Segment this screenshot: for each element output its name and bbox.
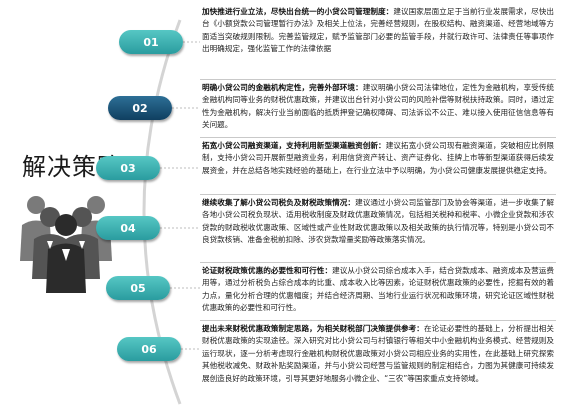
business-people-icon: [20, 196, 112, 293]
strategy-heading: 继续收集了解小贷公司税负及财税政策情况：: [202, 198, 356, 207]
step-05-badge: 05: [106, 276, 170, 300]
divider: [200, 79, 556, 80]
divider: [200, 137, 556, 138]
step-02-badge: 02: [108, 96, 172, 120]
step-06-badge: 06: [117, 337, 181, 361]
strategy-heading: 加快推进行业立法，尽快出台统一的小贷公司管理制度：: [202, 7, 394, 16]
strategy-body: 建议国家层面立足于当前行业发展需求，尽快出台《小额贷款公司管理暂行办法》及相关上…: [202, 7, 555, 54]
strategy-block-05: 论证财税政策优惠的必要性和可行性：建议从小贷公司综合成本入手，结合贷款成本、融资…: [202, 265, 554, 315]
strategy-body: 建议通过小贷公司监管部门及协会等渠道，进一步收集了解各地小贷公司税负现状、适用税…: [202, 198, 555, 245]
strategy-block-01: 加快推进行业立法，尽快出台统一的小贷公司管理制度：建议国家层面立足于当前行业发展…: [202, 6, 554, 56]
strategy-heading: 提出未来财税优惠政策制定思路，为相关财税部门决策提供参考：: [202, 324, 424, 333]
strategy-body: 建议拓宽小贷公司现有融资渠道，突破相应比例限制，支持小贷公司开展新型融资业务，利…: [202, 141, 555, 175]
strategy-block-04: 继续收集了解小贷公司税负及财税政策情况：建议通过小贷公司监管部门及协会等渠道，进…: [202, 197, 554, 247]
strategy-body: 在论证必要性的基础上，分析提出相关财税优惠政策的实现途径。深入研究对比小贷公司与…: [202, 324, 555, 383]
strategy-heading: 明确小贷公司的金融机构定性，完善外部环境：: [202, 83, 363, 92]
strategy-heading: 拓宽小贷公司融资渠道，支持利用新型渠道融资创新：: [202, 141, 386, 150]
strategy-body: 建议明确小贷公司法律地位，定性为金融机构，享受传统金融机构同等业务的财税优惠政策…: [202, 83, 555, 130]
step-03-badge: 03: [96, 156, 160, 180]
step-04-badge: 04: [96, 216, 160, 240]
divider: [200, 320, 556, 321]
strategy-block-02: 明确小贷公司的金融机构定性，完善外部环境：建议明确小贷公司法律地位，定性为金融机…: [202, 82, 554, 132]
step-01-badge: 01: [119, 30, 183, 54]
strategy-heading: 论证财税政策优惠的必要性和可行性：: [202, 266, 333, 275]
divider: [200, 194, 556, 195]
strategy-body: 建议从小贷公司综合成本入手，结合贷款成本、融资成本及营运费用等，通过分析税负占综…: [202, 266, 554, 313]
divider: [200, 262, 556, 263]
strategy-block-06: 提出未来财税优惠政策制定思路，为相关财税部门决策提供参考：在论证必要性的基础上，…: [202, 323, 554, 385]
strategy-block-03: 拓宽小贷公司融资渠道，支持利用新型渠道融资创新：建议拓宽小贷公司现有融资渠道，突…: [202, 140, 554, 177]
